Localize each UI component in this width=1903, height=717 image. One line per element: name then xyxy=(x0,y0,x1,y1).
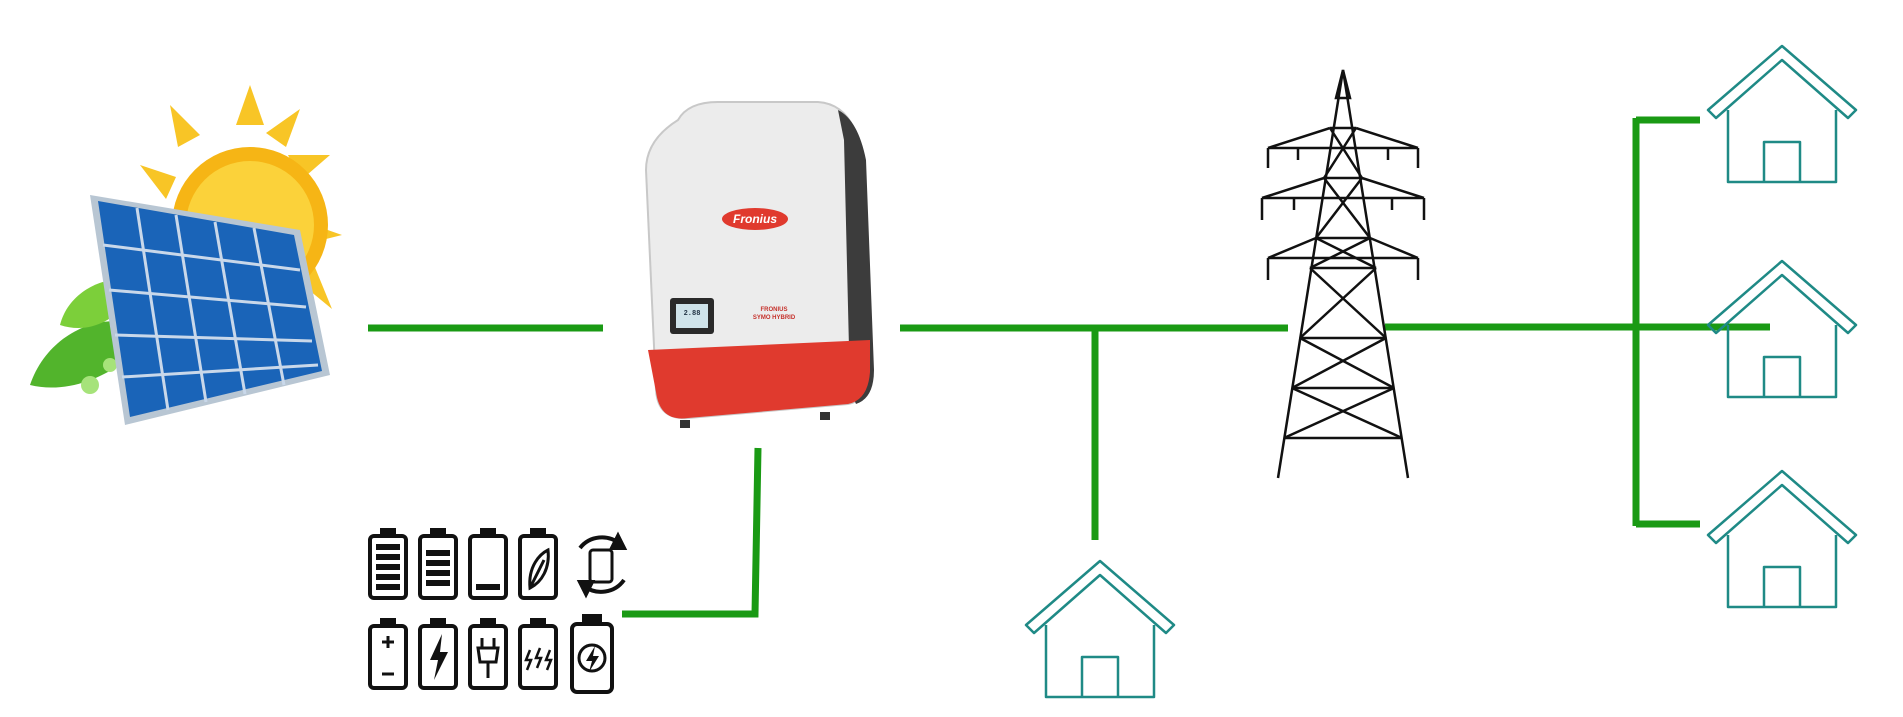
inverter-display: 2.88 xyxy=(683,310,701,318)
inverter-body xyxy=(644,101,874,428)
house-grid-2-icon xyxy=(1706,259,1858,399)
inverter-brand-logo-text: Fronius xyxy=(733,212,777,226)
inverter-brand-logo: Fronius xyxy=(722,208,788,230)
battery-charging-bolt-icon xyxy=(570,614,614,694)
inverter-to-battery-line xyxy=(622,447,762,618)
battery-eco-leaf-icon xyxy=(518,528,558,600)
house-local-icon xyxy=(1024,559,1176,699)
panel-icon xyxy=(90,195,330,425)
battery-plug-icon xyxy=(468,618,508,690)
solar-panel-icon xyxy=(30,85,342,425)
house-grid-3-icon xyxy=(1706,469,1858,609)
inverter: Fronius 2.88 FRONIUS SYMO HYBRID xyxy=(638,100,878,430)
inverter-label-line2: SYMO HYBRID xyxy=(752,315,796,321)
battery-full-icon xyxy=(418,528,458,600)
power-pylon-icon xyxy=(1260,69,1426,479)
house-grid-1-icon xyxy=(1706,44,1858,184)
battery-multi-bolt-icon xyxy=(518,618,558,690)
inverter-model-label: FRONIUS SYMO HYBRID xyxy=(734,306,814,322)
battery-icons xyxy=(368,528,628,694)
inverter-label-line1: FRONIUS xyxy=(760,307,788,313)
battery-bolt-icon xyxy=(418,618,458,690)
battery-full-icon xyxy=(368,528,408,600)
battery-plus-minus-icon xyxy=(368,618,408,690)
battery-recycle-icon xyxy=(576,531,628,599)
battery-low-icon xyxy=(468,528,508,600)
